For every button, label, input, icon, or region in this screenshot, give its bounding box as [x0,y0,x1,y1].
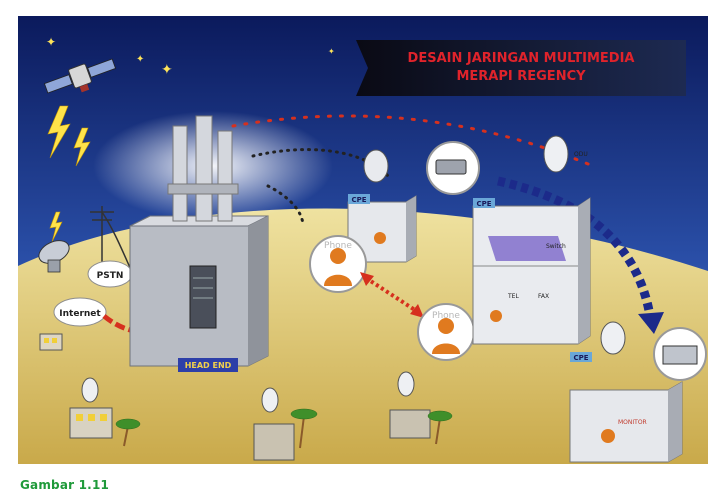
title-banner: DESAIN JARINGAN MULTIMEDIA MERAPI REGENC… [356,40,686,96]
switch-label: Switch [546,243,566,250]
cctv-camera-icon [427,142,479,194]
svg-text:✦: ✦ [161,62,173,78]
cpe-building-label: CPE [476,200,491,208]
pstn-cloud: PSTN [88,261,132,287]
figure-caption: Gambar 1.11 [20,478,109,492]
internet-cloud: Internet [54,298,106,326]
tel-label: TEL [507,293,519,300]
network-diagram: ✦ ✦ ✦ ✦ DESAIN JARINGAN MULTIMEDIA MERAP… [18,16,708,464]
cpe-right-label: CPE [573,354,588,362]
tower-glow [93,111,333,221]
fax-label: FAX [538,293,549,300]
server-rack-icon [190,266,216,328]
monitor-label: MONITOR [618,419,647,426]
phone-user-icon-1: Phone [310,236,366,292]
pstn-label: PSTN [97,271,124,281]
phone-label-2: Phone [432,311,460,321]
office-building: CPE Switch TEL FAX [473,198,590,344]
svg-text:✦: ✦ [328,47,335,56]
svg-text:✦: ✦ [136,54,144,65]
cpe-center-label: CPE [351,196,366,204]
title-line-1: DESAIN JARINGAN MULTIMEDIA [408,51,635,66]
odu-label: ODU [574,151,588,158]
house-icon-1 [40,334,62,350]
phone-label-1: Phone [324,241,352,251]
title-line-2: MERAPI REGENCY [456,69,586,84]
head-end-label: HEAD END [185,361,232,370]
svg-text:✦: ✦ [46,35,56,49]
phone-user-icon-2: Phone [418,304,474,360]
internet-label: Internet [59,309,101,319]
